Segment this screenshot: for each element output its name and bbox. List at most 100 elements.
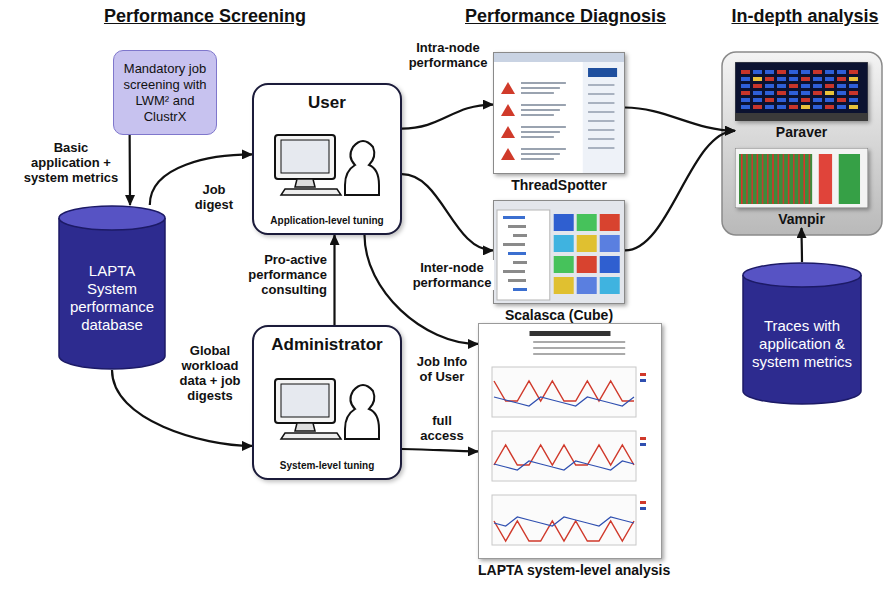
edge-label: Inter-node performance: [410, 260, 494, 290]
graphic-part: [588, 120, 614, 122]
graphic-part: [735, 62, 868, 121]
graphic-part: [783, 154, 785, 204]
graphic-part: [513, 288, 527, 291]
section-header: Performance Diagnosis: [465, 6, 665, 27]
role-title: User: [308, 93, 346, 113]
graphic-part: [849, 70, 858, 74]
graphic-part: [743, 275, 861, 404]
graphic-part: [508, 252, 526, 255]
flow-arrow: [402, 449, 478, 451]
graphic-part: [837, 77, 846, 81]
section-header: Performance Screening: [100, 6, 310, 27]
graphic-part: [554, 214, 574, 231]
graphic-part: [849, 91, 858, 95]
graphic-part: [497, 210, 550, 300]
graphic-part: [275, 135, 335, 179]
graphic-part: [801, 84, 810, 88]
graphic-part: [741, 70, 750, 74]
graphic-part: [588, 111, 614, 113]
graphic-part: [753, 84, 762, 88]
graphic-part: [825, 91, 834, 95]
graphic-part: [849, 98, 858, 102]
graphic-part: [533, 341, 625, 343]
graphic-part: [753, 91, 762, 95]
graphic-part: [765, 91, 774, 95]
graphic-part: [837, 70, 846, 74]
graphic-part: [494, 445, 634, 465]
graphic-part: [825, 98, 834, 102]
graphic-part: [577, 235, 597, 252]
tool-screenshot: Vampir: [735, 148, 868, 228]
tool-name: Paraver: [735, 124, 868, 141]
screenshot-frame: [735, 148, 868, 208]
graphic-part: [789, 84, 798, 88]
database-label: LAPTA System performance database: [64, 262, 160, 334]
graphic-part: [767, 154, 769, 204]
icon-holder: [267, 373, 387, 443]
graphic-part: [513, 261, 527, 264]
graphic-part: [588, 129, 614, 131]
graphic-part: [588, 68, 617, 77]
role-box: UserApplication-level tuning: [252, 83, 402, 235]
graphic-part: [753, 98, 762, 102]
graphic-part: [741, 84, 750, 88]
screenshot-frame: [735, 62, 868, 121]
icon-holder: [267, 129, 387, 199]
graphic-part: [765, 105, 774, 109]
graphic-part: [801, 70, 810, 74]
role-title: Administrator: [271, 335, 382, 355]
graphic-part: [825, 70, 834, 74]
graphic-part: [789, 98, 798, 102]
graphic-part: [849, 77, 858, 81]
screenshot-image: [735, 62, 868, 121]
graphic-part: [479, 324, 662, 559]
graphic-part: [59, 218, 165, 369]
graphic-part: [741, 77, 750, 81]
graphic-part: [789, 105, 798, 109]
graphic-part: [588, 93, 614, 95]
graphic-part: [789, 70, 798, 74]
graphic-part: [295, 423, 315, 431]
graphic-part: [521, 153, 560, 155]
graphic-part: [345, 141, 379, 195]
graphic-part: [503, 216, 525, 219]
graphic-part: [345, 385, 379, 439]
graphic-part: [819, 154, 832, 204]
screenshot-image: [478, 323, 662, 559]
graphic-part: [494, 201, 625, 304]
graphic-part: [521, 109, 560, 111]
graphic-part: [640, 437, 646, 440]
graphic-part: [577, 277, 597, 294]
graphic-part: [741, 98, 750, 102]
screenshot-frame: [493, 52, 625, 174]
edge-label: Pro-active performance consulting: [232, 252, 328, 297]
flow-arrow: [129, 135, 132, 205]
computer-user-icon: [267, 129, 387, 199]
graphic-part: [640, 501, 646, 504]
graphic-part: [347, 194, 377, 196]
screenshot-frame: [478, 323, 662, 559]
graphic-part: [503, 243, 525, 246]
flow-arrow: [333, 235, 335, 325]
graphic-part: [521, 136, 554, 138]
graphic-part: [777, 70, 786, 74]
graphic-part: [741, 91, 750, 95]
graphic-part: [813, 91, 822, 95]
graphic-part: [513, 234, 527, 237]
graphic-part: [275, 379, 335, 423]
graphic-part: [281, 140, 329, 173]
edge-label: Job digest: [182, 182, 246, 212]
graphic-part: [735, 113, 868, 121]
graphic-part: [741, 105, 750, 109]
edge-label: Global workload data + job digests: [170, 343, 250, 403]
graphic-part: [798, 154, 800, 204]
process-box: Mandatory job screening with LWM² and Cl…: [113, 50, 217, 135]
edge-label: Job Info of User: [408, 354, 476, 384]
graphic-part: [501, 126, 515, 138]
graphic-part: [839, 154, 860, 204]
graphic-part: [494, 517, 634, 526]
graphic-part: [765, 77, 774, 81]
graphic-part: [501, 82, 515, 94]
flow-arrow: [402, 105, 493, 129]
graphic-part: [789, 91, 798, 95]
